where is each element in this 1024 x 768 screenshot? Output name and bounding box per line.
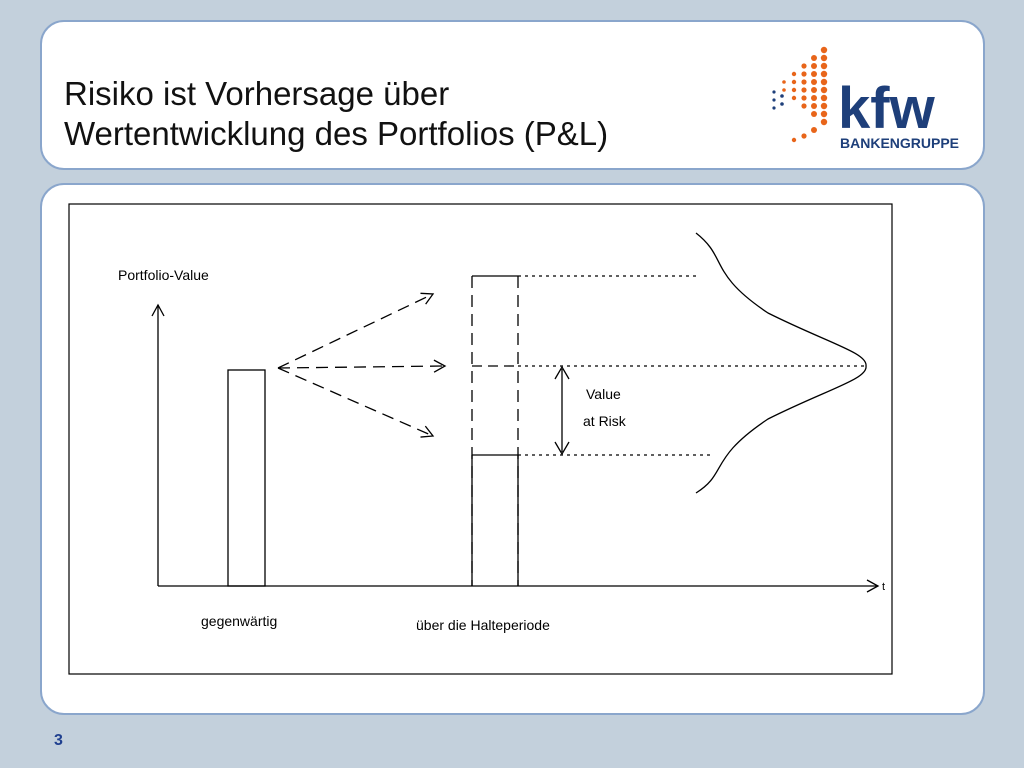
kfw-logo: kfw BANKENGRUPPE xyxy=(772,46,959,151)
projection-arrow-up xyxy=(277,292,435,369)
var-label-line-1: Value xyxy=(586,386,621,402)
slide-title-line-2: Wertentwicklung des Portfolios (P&L) xyxy=(64,115,609,152)
holding-period-bar xyxy=(471,275,519,586)
y-axis-label: Portfolio-Value xyxy=(118,267,209,283)
distribution-curve xyxy=(695,232,867,494)
current-value-bar xyxy=(227,369,266,587)
page-number: 3 xyxy=(54,732,63,749)
slide-title: Risiko ist Vorhersage über Wertentwicklu… xyxy=(64,74,608,154)
holding-period-label: über die Halteperiode xyxy=(416,617,550,633)
current-bar-label: gegenwärtig xyxy=(201,613,277,629)
logo-blue-dots xyxy=(772,90,784,110)
var-label-line-2: at Risk xyxy=(583,413,627,429)
diagram-frame xyxy=(68,203,893,675)
content-panel: Portfolio-Value t gegenwärtig über die H… xyxy=(40,183,985,715)
logo-dot-pattern xyxy=(782,46,828,143)
projection-arrow-down xyxy=(277,367,435,438)
slide-title-line-1: Risiko ist Vorhersage über xyxy=(64,75,450,112)
var-double-arrow xyxy=(554,365,570,456)
x-axis-label: t xyxy=(882,581,885,593)
title-panel: Risiko ist Vorhersage über Wertentwicklu… xyxy=(40,20,985,170)
reference-lines xyxy=(518,275,866,456)
projection-arrow-mid xyxy=(277,359,447,373)
logo-subtitle: BANKENGRUPPE xyxy=(840,135,959,151)
projection-arrows xyxy=(277,292,447,438)
logo-brand-text: kfw xyxy=(838,76,936,141)
var-diagram: Portfolio-Value t gegenwärtig über die H… xyxy=(68,203,893,675)
